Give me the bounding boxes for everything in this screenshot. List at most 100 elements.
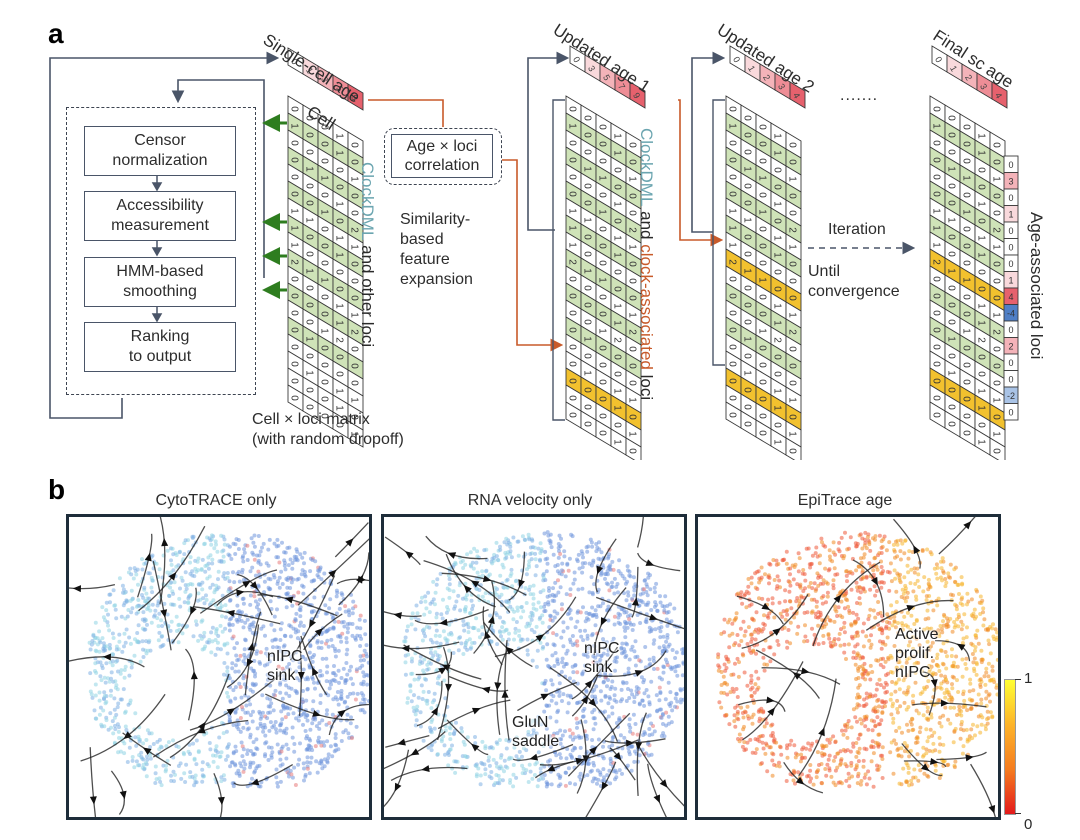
cell-point xyxy=(619,687,624,692)
cell-point xyxy=(827,636,832,641)
cell-point xyxy=(603,694,608,699)
cell-point xyxy=(283,715,288,720)
cell-point xyxy=(487,572,492,577)
cell-point xyxy=(880,631,885,636)
cell-point xyxy=(272,637,277,642)
cell-point xyxy=(736,674,741,679)
cell-point xyxy=(120,649,125,654)
cell-point xyxy=(468,646,473,651)
matrix-cell-value: 1 xyxy=(757,175,768,181)
cell-point xyxy=(950,629,955,634)
cell-point xyxy=(749,575,754,580)
matrix-cell-value: 0 xyxy=(772,218,783,224)
cell-point xyxy=(430,700,435,705)
cell-point xyxy=(322,757,327,762)
cell-point xyxy=(530,545,535,550)
cell-point xyxy=(262,579,267,584)
cell-point xyxy=(826,757,831,762)
cell-point xyxy=(606,618,611,623)
cell-point xyxy=(424,606,429,611)
cell-point xyxy=(428,725,432,730)
cell-point xyxy=(426,590,431,595)
cell-point xyxy=(662,604,667,609)
matrix-cell-value: 0 xyxy=(742,353,753,359)
cell-point xyxy=(314,724,319,729)
cell-point xyxy=(591,560,596,565)
cell-point xyxy=(634,692,639,697)
cell-point xyxy=(169,580,174,585)
matrix-cell-value: 1 xyxy=(582,217,593,223)
cell-point xyxy=(853,662,858,667)
age-associated-value: 1 xyxy=(1008,210,1013,220)
cell-point xyxy=(661,722,665,726)
cell-point xyxy=(97,698,102,703)
cell-point xyxy=(597,665,602,669)
matrix-cell-value: 0 xyxy=(742,421,753,427)
matrix-cell-value: 0 xyxy=(304,132,315,138)
cell-point xyxy=(862,543,867,548)
cell-point xyxy=(235,619,240,624)
cell-point xyxy=(595,545,600,550)
matrix-cell-value: 0 xyxy=(772,167,783,173)
cell-point xyxy=(591,716,596,721)
cell-point xyxy=(590,694,595,699)
cell-point xyxy=(103,618,107,623)
streamline-arrowhead xyxy=(284,596,294,604)
streamline-arrowhead xyxy=(410,748,420,756)
cell-point xyxy=(516,553,521,558)
matrix-cell-value: 1 xyxy=(582,336,593,342)
cell-point xyxy=(508,604,513,609)
cell-point xyxy=(632,700,637,704)
matrix-cell-value: 0 xyxy=(319,396,330,402)
cytotrace-scatter-stream xyxy=(69,517,369,817)
matrix-cell-value: 0 xyxy=(334,422,345,428)
cell-point xyxy=(612,614,617,619)
cell-point xyxy=(558,755,563,760)
cell-point xyxy=(134,611,139,616)
cell-point xyxy=(734,611,739,616)
cell-point xyxy=(644,617,649,622)
cell-point xyxy=(150,602,155,607)
streamline xyxy=(437,699,511,730)
cell-point xyxy=(93,620,98,625)
cell-point xyxy=(559,635,564,640)
cell-point xyxy=(302,766,306,771)
age-cell-value: 7 xyxy=(616,82,627,91)
cell-point xyxy=(776,642,781,647)
cell-point xyxy=(148,756,153,761)
cell-point xyxy=(627,620,632,625)
cell-point xyxy=(500,778,505,783)
cell-point xyxy=(601,756,606,761)
cell-point xyxy=(639,598,644,603)
cell-point xyxy=(462,742,467,747)
cell-point xyxy=(463,562,468,567)
matrix-cell-value: 0 xyxy=(289,293,300,299)
cell-point xyxy=(556,661,561,666)
cell-point xyxy=(605,572,610,577)
cell-point xyxy=(612,576,617,581)
cell-point xyxy=(941,742,946,747)
cell-point xyxy=(976,692,981,697)
matrix-cell-value: 0 xyxy=(727,395,738,401)
cell-point xyxy=(102,724,107,729)
cell-point xyxy=(509,555,514,560)
cell-point xyxy=(270,725,275,730)
cell-point xyxy=(474,764,479,768)
cell-point xyxy=(584,610,589,615)
cell-point xyxy=(350,633,355,638)
cell-point xyxy=(584,733,589,738)
cell-point xyxy=(149,575,154,580)
cell-point xyxy=(910,550,915,554)
cell-point xyxy=(294,716,299,721)
cell-point xyxy=(518,639,523,643)
cell-point xyxy=(293,630,298,635)
matrix-cell-value: 1 xyxy=(627,176,638,182)
gray-line-to-updated-age-2 xyxy=(691,51,726,233)
cell-point xyxy=(784,779,789,783)
cell-point xyxy=(222,777,227,782)
cell-point xyxy=(480,625,485,630)
cell-point xyxy=(524,624,529,629)
cell-point xyxy=(190,774,195,779)
cell-point xyxy=(643,731,648,736)
cell-point xyxy=(270,750,275,755)
